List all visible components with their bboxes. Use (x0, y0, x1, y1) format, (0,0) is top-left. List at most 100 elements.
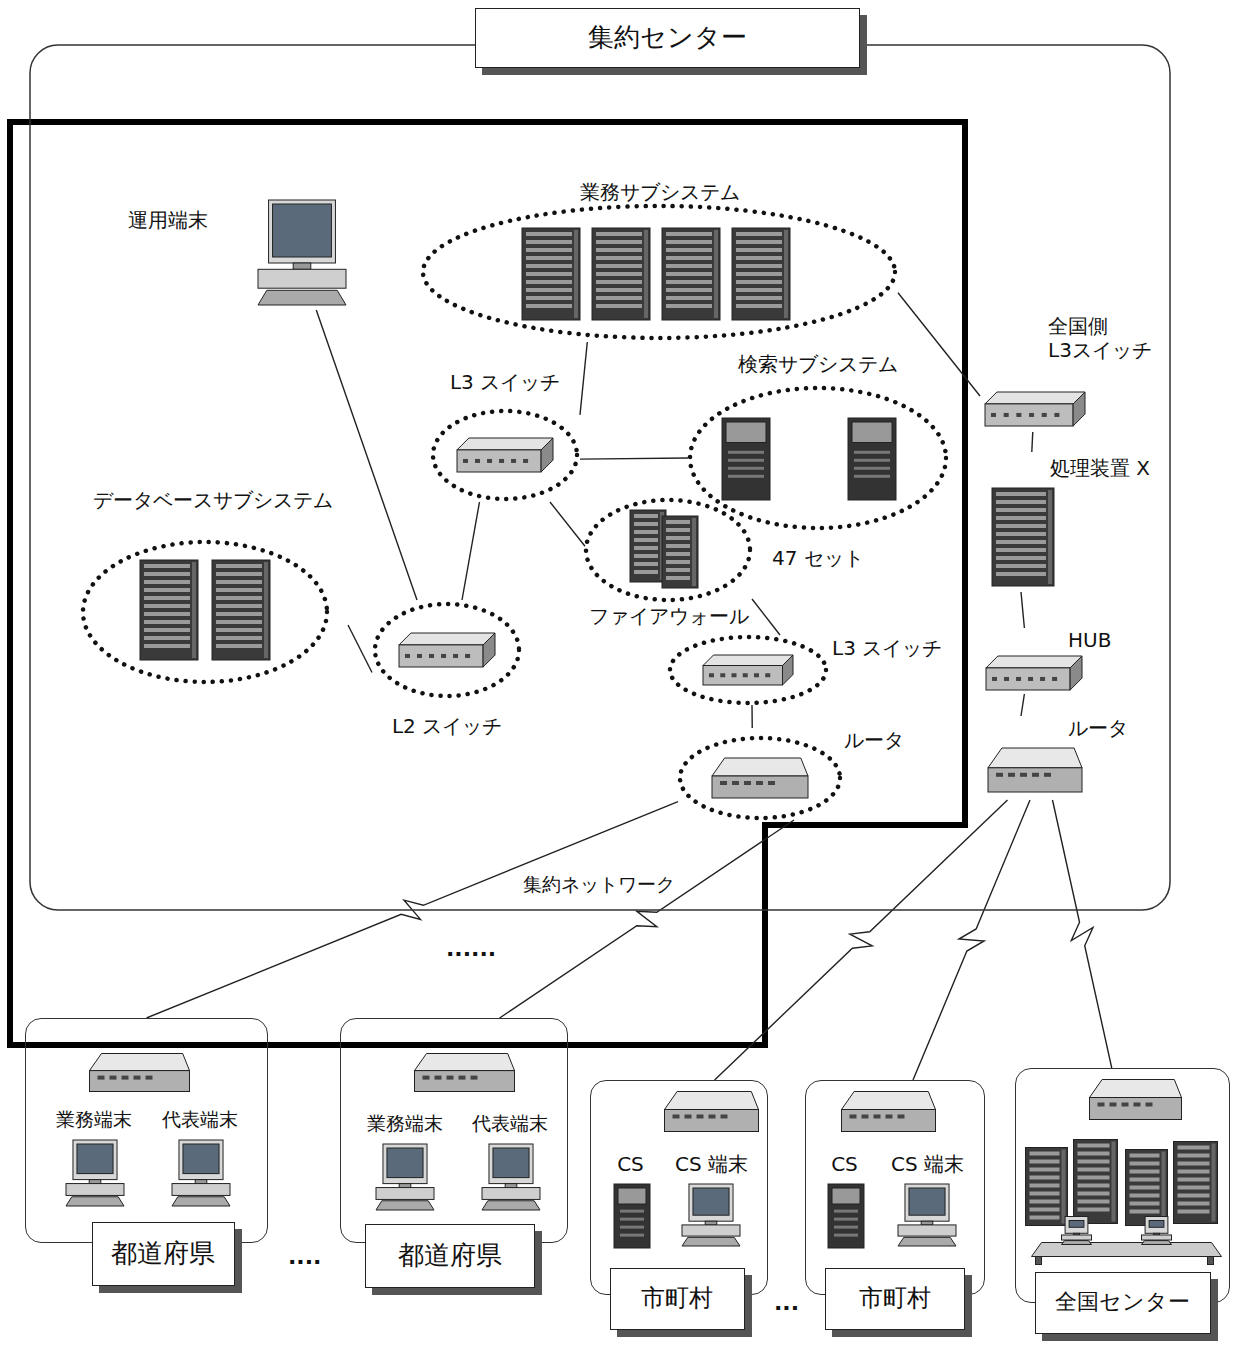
server-rack (1026, 1148, 1068, 1226)
server-rack (1126, 1150, 1168, 1226)
rack-unit (144, 644, 190, 648)
rack-unit (1078, 1208, 1110, 1212)
network-link (913, 800, 1030, 1080)
rack-unit (596, 296, 642, 300)
link-line (1021, 694, 1024, 716)
monitor-screen (182, 1144, 218, 1174)
monitor-case (178, 1140, 222, 1180)
label-box: 都道府県 (365, 1224, 535, 1288)
monitor-screen (1149, 1221, 1164, 1228)
hub-node: HUB (983, 628, 1121, 694)
switch-port (991, 413, 996, 417)
rack-unit (1030, 1168, 1060, 1172)
monitor-case (488, 1144, 532, 1184)
router-top (712, 758, 808, 776)
rack-unit (996, 572, 1046, 576)
box-title: 集約センター (588, 22, 747, 53)
switch-port (1004, 677, 1009, 681)
rack-unit (1178, 1202, 1210, 1206)
text-holder: CS (820, 1152, 870, 1176)
free-label: 集約ネットワーク (520, 873, 678, 896)
vent-slot (854, 451, 890, 454)
switch-front (985, 404, 1073, 426)
router-led (744, 781, 751, 785)
rack-unit (596, 264, 642, 268)
vent-slot (620, 1209, 644, 1212)
switch-front (457, 450, 541, 472)
device-label: L3 スイッチ (832, 636, 942, 660)
router-node: ルータ (678, 728, 910, 820)
terminal-node: 業務端末 (45, 1106, 143, 1210)
router-front (90, 1071, 190, 1092)
link-line (751, 705, 753, 728)
monitor-case (72, 1140, 116, 1180)
site-box: 市町村CSCS 端末 (590, 1080, 768, 1295)
router-front (988, 768, 1082, 792)
switch-front (703, 666, 783, 686)
center-region: 集約センター運用端末業務サブシステム検索サブシステムL3 スイッチデータベースサ… (30, 45, 1170, 910)
site-box: 全国センター (1015, 1068, 1230, 1303)
device-label: 代表端末 (162, 1108, 238, 1131)
rack-side (784, 230, 788, 318)
rack-unit (736, 280, 782, 284)
rack-unit (596, 288, 642, 292)
rack-unit (526, 256, 572, 260)
rack-unit (144, 564, 190, 568)
rack-unit (216, 564, 262, 568)
router-led (709, 1115, 716, 1119)
console-desk (1032, 1243, 1222, 1257)
switch-port (1004, 413, 1009, 417)
rack-unit (1078, 1184, 1110, 1188)
text-holder: 代表端末 (460, 1112, 560, 1135)
rack-unit (634, 562, 658, 566)
rack-unit (634, 514, 658, 518)
dotted-group-outline (690, 388, 946, 528)
rack-unit (216, 636, 262, 640)
router-led (1020, 773, 1027, 777)
rack-unit (666, 304, 712, 308)
terminal-node: CS 端末 (880, 1152, 976, 1252)
switch-port (511, 459, 516, 463)
dotted-group-outline (83, 542, 327, 682)
rack-unit (1130, 1186, 1160, 1190)
rack-unit (1178, 1186, 1210, 1190)
rack-unit (634, 530, 658, 534)
label-box: 市町村 (610, 1268, 745, 1330)
device-label: CS (617, 1152, 644, 1176)
site-box: 市町村CSCS 端末 (805, 1080, 985, 1295)
pc-body (172, 1183, 230, 1195)
router-top (988, 748, 1082, 768)
rack-side (264, 562, 268, 658)
node-art (26, 1019, 269, 1244)
router-front (665, 1110, 759, 1132)
text-holder: ファイアウォール (585, 604, 752, 628)
rack-unit (736, 264, 782, 268)
rack-unit (996, 540, 1046, 544)
server-rack (592, 228, 650, 320)
desk-leg (1036, 1257, 1042, 1265)
box-title: 全国センター (1055, 1289, 1190, 1315)
rack-unit (634, 546, 658, 550)
monitor-stand (921, 1221, 933, 1225)
router-led (98, 1076, 105, 1080)
rack-unit (216, 588, 262, 592)
rack-unit (1030, 1152, 1060, 1156)
rack-unit (996, 556, 1046, 560)
box-title: 市町村 (641, 1284, 713, 1313)
monitor-case (382, 1144, 426, 1184)
rack-unit (1130, 1202, 1160, 1206)
rack-unit (144, 636, 190, 640)
rack-unit (596, 248, 642, 252)
switch-front (399, 645, 483, 667)
dotted-group-outline (375, 604, 519, 696)
router-led (886, 1115, 893, 1119)
rack-unit (666, 240, 712, 244)
switch-port (720, 673, 725, 677)
rack-unit (144, 588, 190, 592)
server-node: CS (820, 1152, 870, 1252)
server-rack (662, 228, 720, 320)
rack-unit (1030, 1216, 1060, 1220)
rack-unit (1178, 1194, 1210, 1198)
device-label: 検索サブシステム (738, 352, 898, 376)
